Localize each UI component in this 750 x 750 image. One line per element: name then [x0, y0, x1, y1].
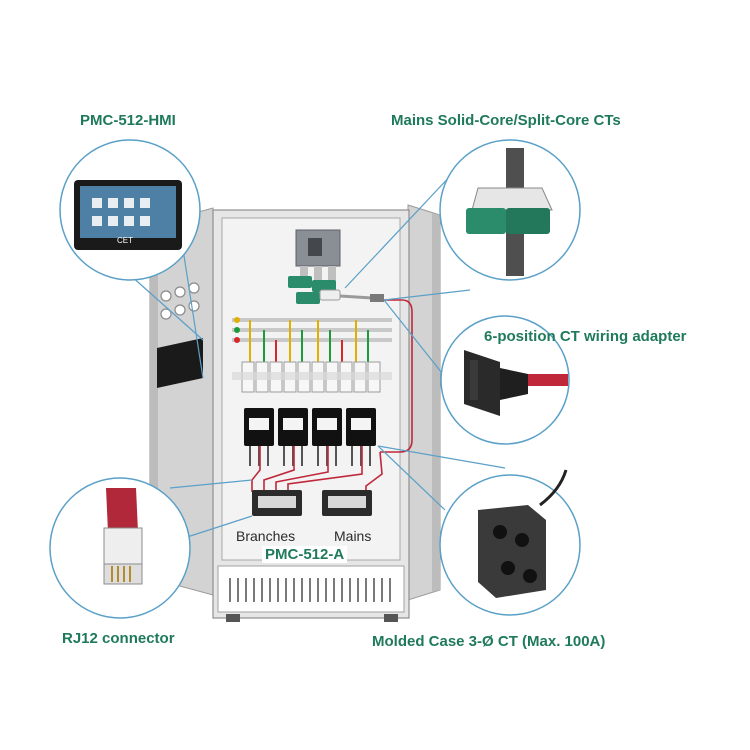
rj12-zoom-circle — [49, 477, 191, 619]
feeder-wires — [249, 320, 369, 362]
hmi-zoom-circle — [59, 139, 201, 281]
callout-label-molded-ct: Molded Case 3-Ø CT (Max. 100A) — [372, 633, 606, 650]
right-door — [407, 204, 441, 601]
molded-case-cts — [244, 408, 376, 466]
meter-label-mains: Mains — [334, 528, 372, 544]
door-hmi-screen — [157, 338, 203, 388]
door-buttons — [160, 282, 200, 320]
hmi-brand-label: CET — [117, 236, 133, 245]
meter-label-branches: Branches — [236, 528, 296, 544]
busbars — [232, 317, 392, 343]
mains-ct-cluster — [288, 276, 384, 304]
adapter-zoom-circle — [440, 315, 570, 445]
callout-lines — [129, 171, 506, 541]
callout-label-wiring-adapter: 6-position CT wiring adapter — [484, 328, 687, 345]
callout-label-rj12: RJ12 connector — [62, 630, 175, 647]
rj12-cables — [251, 299, 413, 492]
callout-label-mains-ct: Mains Solid-Core/Split-Core CTs — [391, 112, 621, 129]
pmc-meters — [252, 490, 372, 516]
callout-label-hmi: PMC-512-HMI — [80, 112, 176, 129]
molded-ct-zoom-circle — [439, 469, 581, 616]
panel-model-label: PMC-512-A — [262, 546, 348, 563]
mains-ct-zoom-circle — [439, 139, 581, 281]
